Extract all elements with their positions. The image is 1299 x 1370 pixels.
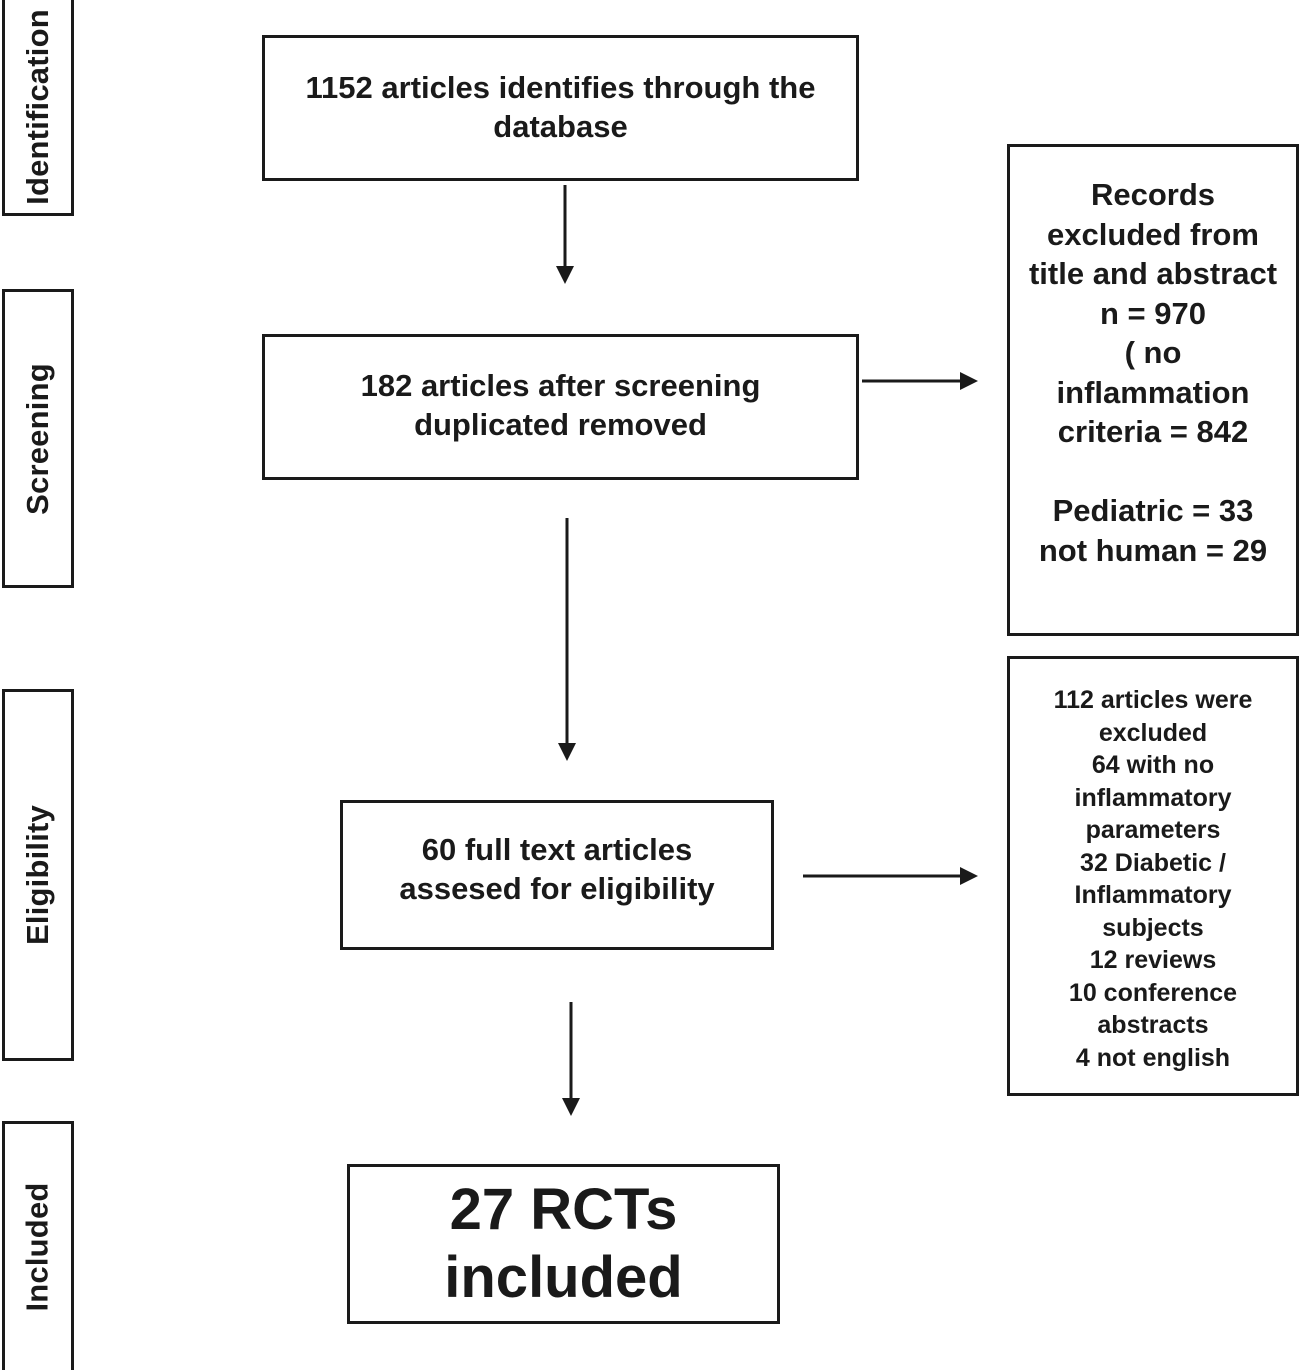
eligibility-exclusion-text: 112 articles were excluded 64 with no in… — [1053, 686, 1253, 1072]
stage-included-label: Included — [20, 1182, 55, 1312]
screened-box: 182 articles after screening duplicated … — [262, 334, 859, 480]
arrow-identified-to-screened — [556, 185, 574, 284]
arrow-full-text-to-included — [562, 1002, 580, 1116]
identified-text: 1152 articles identifies through the dat… — [305, 70, 816, 144]
included-box: 27 RCTs included — [347, 1164, 780, 1324]
stage-included: Included — [2, 1121, 74, 1370]
stage-eligibility-label: Eligibility — [20, 805, 55, 945]
screening-exclusion-text: Records excluded from title and abstract… — [1028, 177, 1278, 568]
stage-screening-label: Screening — [20, 362, 55, 515]
stage-identification: Identification — [2, 0, 74, 216]
arrow-screened-to-full-text — [558, 518, 576, 761]
full-text-text: 60 full text articles assesed for eligib… — [399, 832, 715, 906]
included-text: 27 RCTs included — [444, 1177, 683, 1310]
stage-identification-label: Identification — [20, 8, 55, 205]
identified-box: 1152 articles identifies through the dat… — [262, 35, 859, 181]
screened-text: 182 articles after screening duplicated … — [360, 368, 761, 442]
stage-screening: Screening — [2, 289, 74, 588]
arrow-screened-to-exclusion — [862, 372, 978, 390]
arrow-full-text-to-exclusion — [803, 867, 978, 885]
screening-exclusion-box: Records excluded from title and abstract… — [1007, 144, 1299, 636]
full-text-box: 60 full text articles assesed for eligib… — [340, 800, 774, 950]
eligibility-exclusion-box: 112 articles were excluded 64 with no in… — [1007, 656, 1299, 1096]
stage-eligibility: Eligibility — [2, 689, 74, 1061]
